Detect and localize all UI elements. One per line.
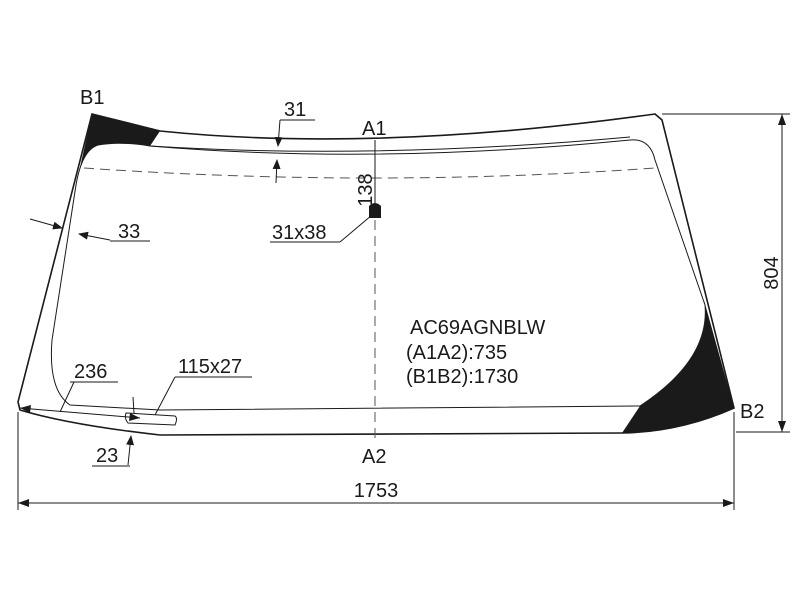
dim-138-label: 138 (355, 173, 377, 206)
mirror-mount-icon (369, 203, 381, 218)
dim-804-arrow-top (778, 114, 786, 125)
dim-23-label: 23 (96, 445, 118, 467)
a1-label: A1 (362, 118, 386, 140)
a2-label: A2 (362, 446, 386, 468)
dim-236-leader (59, 381, 75, 413)
dim-33-arrow-left (29, 218, 63, 230)
b1-label: B1 (80, 87, 104, 109)
mirror-mount-label: 31x38 (272, 222, 327, 244)
dim-1753-arrow-right (723, 499, 734, 507)
part-code: AC69AGNBLW (410, 317, 545, 339)
dim-1753-arrow-left (18, 499, 29, 507)
sunstrip-dashed-line (83, 167, 656, 179)
top-band-line (149, 136, 631, 152)
dim-23-arrow (126, 435, 135, 466)
dim-236-arrow-right (129, 413, 140, 421)
glass-outer-outline (17, 113, 735, 436)
dim-33-arrow-right (78, 231, 111, 241)
dim-31-arrow-top (274, 119, 283, 147)
dim-31-label: 31 (284, 99, 306, 121)
part-a1a2: (A1A2):735 (406, 342, 507, 364)
dim-1753-label: 1753 (354, 480, 399, 502)
dim-804-arrow-bottom (778, 421, 786, 432)
vin-window-outline (124, 412, 177, 426)
dim-31-arrow-bottom (272, 159, 281, 184)
glass-inner-outline (50, 139, 706, 411)
shaded-corner-b1 (76, 114, 160, 185)
dim-804-label: 804 (761, 256, 783, 289)
dim-236-label: 236 (74, 361, 107, 383)
dim-236-line (19, 407, 141, 419)
vin-window-label: 115x27 (178, 356, 242, 378)
dim-236-arrow-left (20, 405, 31, 413)
dim-23-tick (132, 396, 135, 414)
part-b1b2: (B1B2):1730 (406, 366, 518, 388)
mirror-mount-leader (339, 214, 373, 243)
b2-label: B2 (740, 401, 764, 423)
shaded-corner-b2 (622, 300, 734, 433)
vin-window-leader (154, 376, 176, 416)
dim-33-label: 33 (118, 221, 140, 243)
